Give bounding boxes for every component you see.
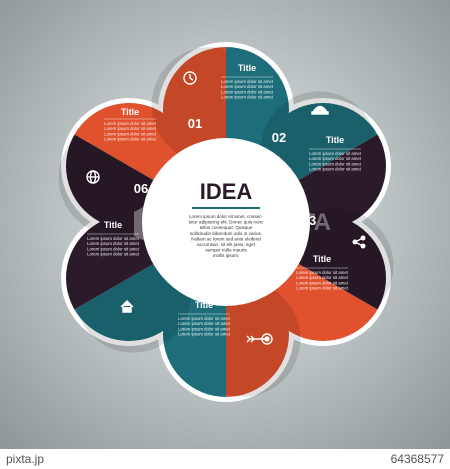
segment-filler-line: Lorem ipsum dolor sit amet [309, 161, 362, 166]
center-text-line: sollicitudin bibendum odio in varius. [190, 231, 262, 236]
center-text-line: accumsan. sit elit justo, eget [197, 242, 255, 247]
center-hub [142, 138, 310, 306]
center-text-line: semper nulla mauris [205, 248, 247, 253]
center-title: IDEA [200, 179, 253, 204]
footer-site: pixta.jp [6, 452, 45, 466]
share-icon [352, 235, 366, 249]
segment-filler-line: Lorem ipsum dolor sit amet [104, 121, 157, 126]
segment-filler-line: Lorem ipsum dolor sit amet [309, 151, 362, 156]
cycle-diagram: PIXTA IDEA Lorem ipsum dolor sit amet, c… [0, 0, 450, 449]
segment-filler-line: Lorem ipsum dolor sit amet [104, 131, 157, 136]
segment-number: 05 [158, 261, 172, 276]
segment-filler-line: Lorem ipsum dolor sit amet [221, 95, 274, 100]
segment-filler-line: Lorem ipsum dolor sit amet [296, 270, 349, 275]
segment-filler-line: Lorem ipsum dolor sit amet [221, 89, 274, 94]
segment-filler-line: Lorem ipsum dolor sit amet [296, 280, 349, 285]
segment-filler-line: Lorem ipsum dolor sit amet [309, 156, 362, 161]
segment-number: 01 [188, 116, 202, 131]
segment-filler-line: Lorem ipsum dolor sit amet [87, 246, 140, 251]
center-text-line: tellus consequat. Quisque [200, 225, 253, 230]
segment-filler-line: Lorem ipsum dolor sit amet [178, 326, 231, 331]
segment-filler-line: Lorem ipsum dolor sit amet [104, 137, 157, 142]
segment-filler-line: Lorem ipsum dolor sit amet [309, 167, 362, 172]
globe-icon [86, 170, 100, 184]
center-text-line: tetur adipiscing elit. Donec quis nunc [189, 220, 265, 225]
center-text: Lorem ipsum dolor sit amet, consec-tetur… [189, 214, 265, 258]
center-text-line: Nullam ac lorem sed ante eleifend [191, 236, 261, 241]
home-icon [120, 300, 134, 313]
segment-filler-line: Lorem ipsum dolor sit amet [221, 84, 274, 89]
segment-title: Title [195, 300, 213, 310]
segment-filler-line: Lorem ipsum dolor sit amet [87, 252, 140, 257]
segment-number: 04 [244, 281, 259, 296]
segment-title: Title [326, 135, 344, 145]
segment-title: Title [313, 254, 331, 264]
clock-icon [183, 71, 197, 85]
segment-title: Title [121, 107, 139, 117]
segment-filler-line: Lorem ipsum dolor sit amet [178, 321, 231, 326]
center-text-line: Lorem ipsum dolor sit amet, consec- [189, 214, 264, 219]
segment-filler-line: Lorem ipsum dolor sit amet [296, 275, 349, 280]
segment-filler-line: Lorem ipsum dolor sit amet [178, 316, 231, 321]
segment-number: 03 [302, 213, 316, 228]
segment-filler-line: Lorem ipsum dolor sit amet [87, 236, 140, 241]
segment-filler-line: Lorem ipsum dolor sit amet [178, 332, 231, 337]
cap-icon [311, 105, 329, 115]
segment-filler-line: Lorem ipsum dolor sit amet [87, 241, 140, 246]
segment-number: 06 [134, 181, 148, 196]
footer-id: 64368577 [390, 452, 444, 466]
center-text-line: mollis ipsum. [213, 253, 240, 258]
segment-filler-line: Lorem ipsum dolor sit amet [221, 79, 274, 84]
segment-title: Title [238, 63, 256, 73]
segment-filler-line: Lorem ipsum dolor sit amet [296, 286, 349, 291]
segment-filler-line: Lorem ipsum dolor sit amet [104, 126, 157, 131]
segment-number: 02 [272, 130, 286, 145]
footer-bar: pixta.jp 64368577 [0, 449, 450, 469]
segment-title: Title [104, 220, 122, 230]
svg-text:PIXTA: PIXTA [262, 209, 331, 236]
watermark: PIXTA [134, 202, 331, 244]
target-arrow-icon [246, 333, 273, 345]
